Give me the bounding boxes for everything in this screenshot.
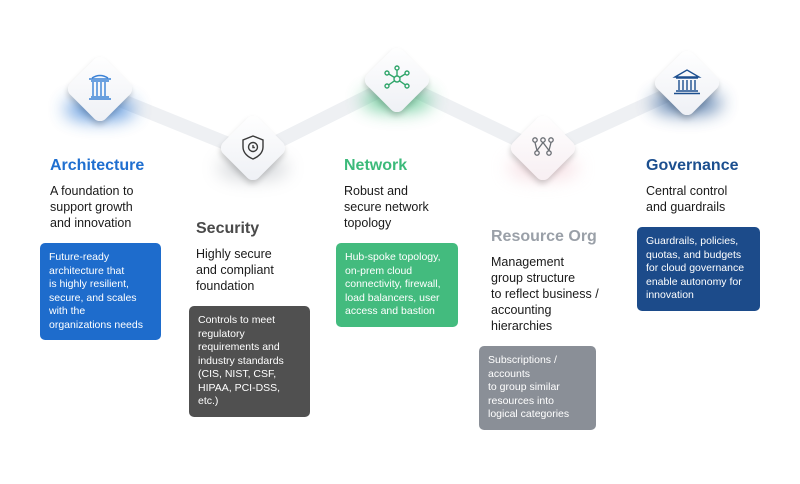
desc-line: support growth — [50, 200, 133, 214]
box-line: accounts — [488, 367, 531, 380]
box-line: architecture that — [49, 264, 125, 277]
box-line: is highly resilient, — [49, 278, 129, 290]
desc-line: accounting — [491, 303, 552, 317]
box-line: organizations needs — [49, 318, 143, 331]
box-line: Guardrails, policies, — [646, 235, 739, 247]
governance-tile — [642, 47, 732, 130]
pillar-governance: Governance Central control and guardrail… — [637, 157, 786, 311]
org-structure-icon — [532, 137, 554, 156]
desc-line: foundation — [196, 279, 255, 293]
desc-line: and innovation — [50, 216, 132, 230]
desc-line: group structure — [491, 271, 576, 285]
pillar-column-icon — [89, 74, 111, 100]
network-tile — [352, 44, 442, 127]
resource-org-tile — [498, 112, 588, 195]
box-line: Hub-spoke topology, — [345, 251, 441, 263]
box-line: to group similar — [488, 381, 560, 393]
pillar-network: Network Robust and secure network topolo… — [336, 157, 494, 327]
government-building-icon — [672, 69, 702, 95]
security-tile — [208, 112, 298, 195]
pillar-detail-box: Subscriptions / accounts to group simila… — [479, 346, 596, 430]
box-line: connectivity, firewall, — [345, 278, 441, 290]
box-line: regulatory — [198, 327, 245, 340]
box-line: load balancers, user — [345, 291, 440, 304]
pillar-architecture: Architecture A foundation to support gro… — [40, 157, 200, 340]
pillar-description: A foundation to support growth and innov… — [50, 183, 200, 231]
pillar-detail-box: Future-ready architecture that is highly… — [40, 243, 161, 340]
desc-line: Management — [491, 255, 564, 269]
box-line: requirements and — [198, 341, 280, 353]
box-line: Subscriptions / — [488, 354, 557, 366]
pillar-title: Network — [344, 157, 408, 174]
box-line: with the — [49, 305, 86, 317]
architecture-tile — [55, 53, 145, 136]
desc-line: to reflect business / — [491, 287, 599, 301]
desc-line: and compliant — [196, 263, 274, 277]
pillar-title: Governance — [646, 157, 739, 174]
pillar-title: Security — [196, 220, 260, 237]
desc-line: A foundation to — [50, 184, 134, 198]
box-line: access and bastion — [345, 305, 435, 317]
pillar-security: Security Highly secure and compliant fou… — [189, 220, 346, 417]
box-line: resources into — [488, 394, 554, 407]
box-line: innovation — [646, 289, 694, 301]
box-line: (CIS, NIST, CSF, — [198, 368, 277, 380]
pillar-description: Robust and secure network topology — [344, 183, 494, 231]
box-line: Controls to meet — [198, 314, 276, 326]
box-line: industry standards — [198, 354, 284, 367]
box-line: HIPAA, PCI-DSS, etc.) — [198, 381, 281, 408]
pillar-description: Highly secure and compliant foundation — [196, 246, 346, 294]
box-line: logical categories — [488, 408, 570, 420]
pillar-description: Management group structure to reflect bu… — [491, 254, 651, 334]
pillar-detail-box: Guardrails, policies, quotas, and budget… — [637, 227, 760, 311]
box-line: Future-ready — [49, 251, 110, 263]
box-line: for cloud governance — [646, 262, 745, 274]
pillar-description: Central control and guardrails — [646, 183, 786, 215]
desc-line: topology — [344, 216, 392, 230]
desc-line: and guardrails — [646, 200, 726, 214]
shield-lock-icon — [242, 135, 264, 160]
pillar-resource-org: Resource Org Management group structure … — [479, 228, 651, 430]
desc-line: Highly secure — [196, 247, 272, 261]
desc-line: hierarchies — [491, 319, 553, 333]
box-line: on-prem cloud — [345, 264, 413, 277]
pillar-title: Architecture — [50, 157, 145, 174]
pillar-detail-box: Hub-spoke topology, on-prem cloud connec… — [336, 243, 458, 327]
pillar-title: Resource Org — [491, 228, 597, 245]
desc-line: secure network — [344, 200, 429, 214]
pillar-detail-box: Controls to meet regulatory requirements… — [189, 306, 310, 417]
hub-network-icon — [384, 65, 410, 89]
box-line: secure, and scales — [49, 291, 137, 304]
box-line: quotas, and budgets — [646, 248, 742, 261]
box-line: enable autonomy for — [646, 275, 742, 288]
desc-line: Central control — [646, 184, 728, 198]
desc-line: Robust and — [344, 184, 408, 198]
